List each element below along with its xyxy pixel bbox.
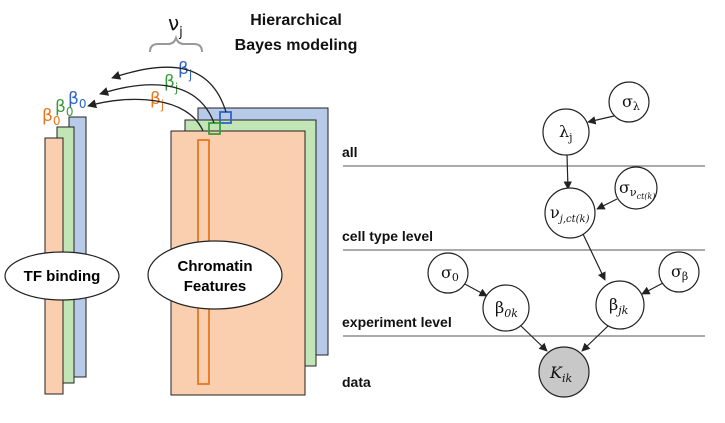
tf-binding-ellipse: [4, 251, 120, 301]
node-lambda-j-label: λj: [559, 122, 573, 144]
node-lambda-j: [542, 108, 590, 156]
diagram-title-line1: Hierarchical: [250, 12, 342, 29]
node-nu-label: νj,ct(k): [550, 203, 590, 225]
node-nu: [544, 187, 596, 239]
node-sigma-nu-label: σνct(k): [619, 178, 655, 201]
arrow-green-to-tf: [99, 84, 215, 124]
level-label-all: all: [342, 144, 358, 160]
chromatin-features-ellipse: [147, 240, 283, 310]
level-label-cell-type: cell type level: [342, 228, 433, 244]
node-sigma-beta-label: σβ: [671, 262, 688, 283]
chromatin-features-label-line1: Chromatin: [178, 258, 253, 275]
edge-beta-jk-to-K: [581, 325, 609, 352]
node-sigma-nu: [614, 166, 658, 210]
diagram-title-line2: Bayes modeling: [235, 37, 358, 54]
edge-sigma-lambda-to-lambda: [587, 115, 615, 125]
node-sigma-beta: [658, 251, 700, 293]
edge-sigma0-to-beta0k: [462, 282, 488, 297]
node-K-ik-label: Kik: [549, 363, 572, 385]
beta0-label-blue: β0: [68, 89, 87, 111]
node-beta-0k-label: β0k: [495, 298, 518, 320]
edge-lambda-to-nu: [563, 154, 572, 190]
betaj-label-orange: βj: [150, 89, 164, 112]
chromatin-features-label-line2: Features: [184, 278, 247, 295]
edge-sigma-beta-to-beta-jk: [641, 282, 664, 295]
tf-binding-label: TF binding: [24, 268, 101, 285]
node-beta-jk-label: βjk: [609, 295, 629, 317]
node-sigma-lambda: [608, 81, 650, 123]
level-label-experiment: experiment level: [342, 314, 452, 330]
node-sigma-0: [427, 252, 469, 294]
edge-nu-to-beta-jk: [582, 233, 606, 281]
nu-j-label: νj: [168, 11, 183, 40]
level-label-data: data: [342, 374, 371, 390]
node-sigma-lambda-label: σλ: [622, 92, 640, 113]
beta0-label-orange: β0: [42, 106, 61, 128]
node-sigma-0-label: σ0: [441, 263, 459, 284]
green-feature-box: [208, 122, 221, 135]
edge-sigma-nu-to-nu: [596, 198, 618, 210]
edge-beta0k-to-K: [520, 325, 548, 352]
arrow-orange-to-tf: [87, 98, 204, 132]
arrow-blue-to-tf: [111, 66, 227, 113]
nu-j-brace: [149, 34, 203, 53]
betaj-label-green: βj: [164, 72, 178, 95]
node-beta-jk: [595, 280, 645, 330]
node-K-ik: [538, 346, 590, 398]
beta0-label-green: β0: [55, 97, 74, 119]
node-beta-0k: [482, 284, 530, 332]
